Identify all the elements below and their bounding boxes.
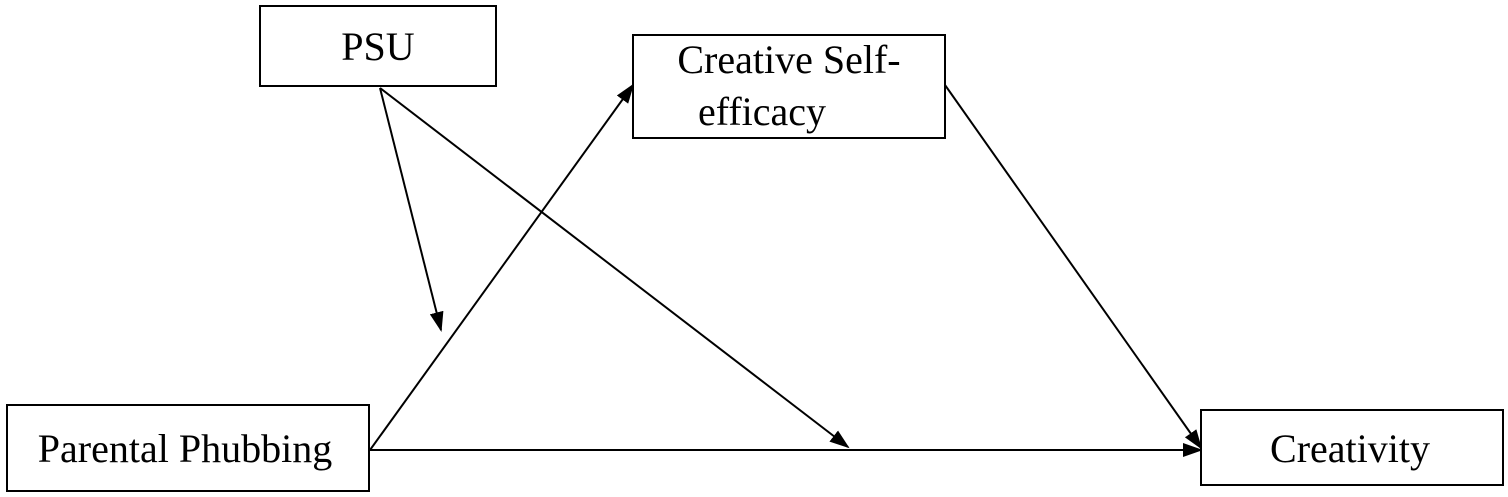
node-creative-self-efficacy: Creative Self- efficacy [632,34,946,139]
node-psu-label: PSU [341,24,414,69]
node-creativity: Creativity [1200,409,1504,486]
node-parental-phubbing-label: Parental Phubbing [38,426,332,471]
node-parental-phubbing: Parental Phubbing [6,404,370,492]
edge-phubbing-to-self-efficacy [369,83,635,451]
node-psu: PSU [259,5,497,87]
node-creative-self-efficacy-line2: efficacy [698,89,826,134]
edge-psu-moderates-c-path [379,87,850,449]
edge-self-efficacy-to-creativity [944,84,1203,450]
node-creativity-label: Creativity [1270,426,1430,471]
edge-psu-moderates-a-path [379,87,444,332]
node-creative-self-efficacy-line1: Creative Self- [677,37,900,82]
